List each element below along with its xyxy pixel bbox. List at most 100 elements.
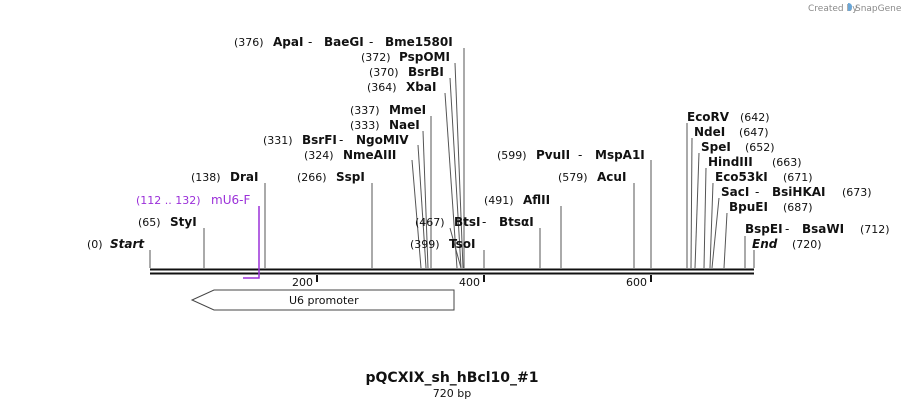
site-name: NgoMIV [356, 133, 409, 147]
site-pos: (138) [191, 171, 221, 184]
site-separator: - [755, 185, 759, 199]
site-name: BsrBI [408, 65, 444, 79]
site-label-xbai[interactable]: (364) XbaI [367, 80, 436, 94]
site-tick-naei [422, 130, 429, 269]
site-tick-hindiii [703, 167, 707, 269]
site-label-mmei[interactable]: (337) MmeI [350, 103, 426, 117]
site-name: PvuII [536, 148, 570, 162]
site-name: Bme1580I [385, 35, 453, 49]
site-pos: (370) [369, 66, 399, 79]
site-label-aflii[interactable]: (491) AflII [484, 193, 550, 207]
site-label-hindiii[interactable]: HindIII (663) [708, 155, 802, 169]
site-pos: (467) [415, 216, 445, 229]
site-name: TsoI [449, 237, 475, 251]
site-pos: (324) [304, 149, 334, 162]
site-tick-btsi [449, 227, 462, 269]
plasmid-length: 720 bp [433, 387, 471, 400]
site-tick-xbai [444, 92, 458, 269]
site-label-ecorv[interactable]: EcoRV (642) [687, 110, 770, 124]
site-name: ApaI [273, 35, 303, 49]
site-name: BtsαI [499, 215, 534, 229]
site-pos: (687) [783, 201, 813, 214]
site-name: BspEI [745, 222, 783, 236]
end-pos: (720) [792, 238, 822, 251]
site-pos: (266) [297, 171, 327, 184]
primer-mu6f-arrow[interactable] [243, 206, 260, 279]
site-name: NdeI [694, 125, 725, 139]
u6-promoter-label: U6 promoter [289, 294, 359, 307]
site-label-ndei[interactable]: NdeI (647) [694, 125, 769, 139]
start-label: Start [110, 237, 145, 251]
site-label-tsoi[interactable]: (399) TsoI [410, 237, 475, 251]
site-tick-ndei [690, 137, 693, 269]
site-label-bpuei[interactable]: BpuEI (687) [729, 200, 813, 214]
site-name: Eco53kI [715, 170, 768, 184]
site-pos: (663) [772, 156, 802, 169]
end-label: End [752, 237, 778, 251]
site-pos: (491) [484, 194, 514, 207]
site-pos: (372) [361, 51, 391, 64]
site-name: DraI [230, 170, 258, 184]
site-label-pspomi[interactable]: (372) PspOMI [361, 50, 450, 64]
site-label-spei[interactable]: SpeI (652) [701, 140, 775, 154]
site-pos: (376) [234, 36, 264, 49]
site-tick-spei [694, 152, 700, 269]
site-pos: (65) [138, 216, 161, 229]
site-pos: (579) [558, 171, 588, 184]
site-label-drai[interactable]: (138) DraI [191, 170, 258, 184]
site-label-nmeaiii[interactable]: (324) NmeAIII [304, 148, 396, 162]
site-label-bsrfi[interactable]: (331) BsrFI - NgoMIV [263, 133, 409, 147]
site-tick-pspomi [454, 62, 464, 269]
site-pos: (364) [367, 81, 397, 94]
axis-label-400: 400 [459, 276, 480, 289]
site-name: XbaI [406, 80, 436, 94]
snapgene-logo-icon [848, 3, 852, 11]
site-name: AflII [523, 193, 550, 207]
site-label-eco53ki[interactable]: Eco53kI (671) [715, 170, 813, 184]
primer-name[interactable]: mU6-F [211, 193, 250, 207]
site-pos: (331) [263, 134, 293, 147]
site-separator: - [578, 148, 582, 162]
site-label-saci[interactable]: SacI - BsiHKAI (673) [721, 185, 872, 199]
site-pos: (647) [739, 126, 769, 139]
site-label-bspei[interactable]: BspEI - BsaWI (712) [745, 222, 890, 236]
site-name: SspI [336, 170, 365, 184]
site-name: MspA1I [595, 148, 645, 162]
site-label-apai[interactable]: (376) ApaI - BaeGI - Bme1580I [234, 35, 453, 49]
site-pos: (337) [350, 104, 380, 117]
site-label-bsrbi[interactable]: (370) BsrBI [369, 65, 444, 79]
site-pos: (673) [842, 186, 872, 199]
site-name: HindIII [708, 155, 753, 169]
start-pos: (0) [87, 238, 103, 251]
site-label-acui[interactable]: (579) AcuI [558, 170, 626, 184]
site-label-pvuii[interactable]: (599) PvuII - MspA1I [497, 148, 645, 162]
site-pos: (399) [410, 238, 440, 251]
site-tick-bsrbi [449, 77, 462, 269]
site-name: BtsI [454, 215, 481, 229]
site-label-btsi[interactable]: (467) BtsI - BtsαI [415, 215, 534, 229]
site-name: SpeI [701, 140, 731, 154]
site-name: PspOMI [399, 50, 450, 64]
site-label-styi[interactable]: (65) StyI [138, 215, 197, 229]
site-separator: - [785, 222, 789, 236]
watermark-prefix: Created by [808, 4, 858, 14]
site-pos: (652) [745, 141, 775, 154]
site-name: NmeAIII [343, 148, 396, 162]
site-name: NaeI [389, 118, 420, 132]
site-name: BpuEI [729, 200, 768, 214]
u6-promoter-feature[interactable] [190, 289, 455, 311]
site-label-sspi[interactable]: (266) SspI [297, 170, 365, 184]
site-pos: (671) [783, 171, 813, 184]
site-tick-bsrfi [417, 144, 427, 269]
primer-range: (112 .. 132) [136, 194, 201, 207]
site-separator: - [482, 215, 486, 229]
site-tick-eco53ki [709, 182, 714, 269]
site-name: BsaWI [802, 222, 844, 236]
site-label-naei[interactable]: (333) NaeI [350, 118, 420, 132]
site-pos: (642) [740, 111, 770, 124]
site-separator: - [369, 35, 373, 49]
site-separator: - [308, 35, 312, 49]
site-pos: (599) [497, 149, 527, 162]
